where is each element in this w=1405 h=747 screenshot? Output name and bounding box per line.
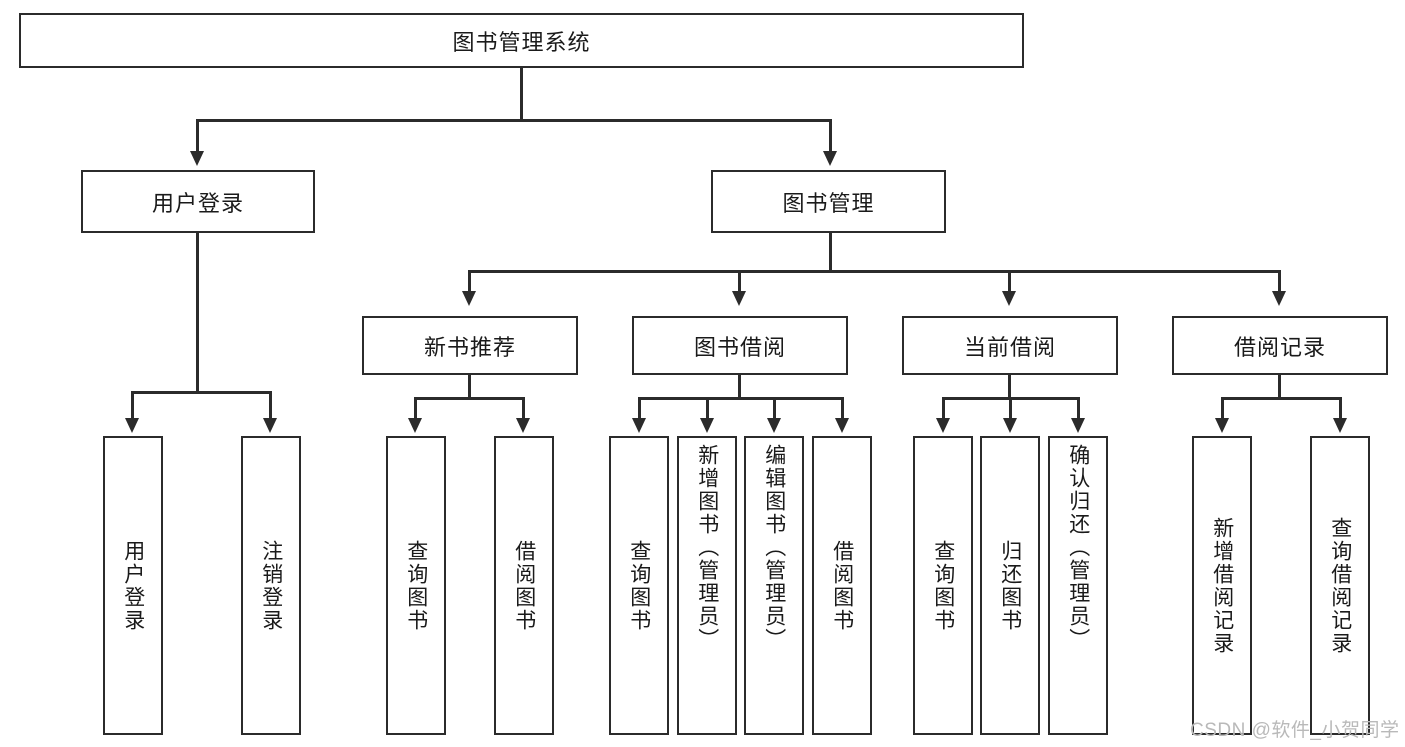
node-book-borrow[interactable]: 图书借阅 [632,316,848,375]
leaf-borrowrecord-query-record[interactable]: 查询借阅记录 [1310,436,1370,735]
edge-user-login-leaf1 [131,391,134,420]
leaf-borrowrecord-add-record[interactable]: 新增借阅记录 [1192,436,1252,735]
edge-borrowrecord-leaf2 [1339,397,1342,420]
node-label: 图书管理 [782,190,875,216]
edge-book-mgmt-stem [829,233,832,272]
edge-bm-to-bookborrow [738,270,741,293]
edge-bookborrow-stem [738,375,741,399]
edge-root-stem [520,68,523,120]
arrow-bm-to-bookborrow [732,291,746,306]
leaf-currentborrow-confirm-return[interactable]: 确认归还（管理员） [1048,436,1108,735]
arrow-bookborrow-leaf2 [700,418,714,433]
node-label: 新增借阅记录 [1210,516,1234,655]
edge-user-login-bus [131,391,271,394]
edge-newbook-leaf2 [522,397,525,420]
edge-root-bus [198,119,832,122]
arrow-currentborrow-leaf3 [1071,418,1085,433]
node-label: 用户登录 [151,190,244,216]
node-label: 编辑图书（管理员） [762,444,786,651]
edge-newbook-bus [414,397,524,400]
node-label: 图书借阅 [693,334,786,360]
arrow-newbook-leaf2 [516,418,530,433]
node-current-borrow[interactable]: 当前借阅 [902,316,1118,375]
arrow-root-to-book-mgmt [823,151,837,166]
edge-bookborrow-leaf3 [773,397,776,420]
arrow-user-login-leaf2 [263,418,277,433]
arrow-currentborrow-leaf1 [936,418,950,433]
node-label: 借阅记录 [1233,334,1326,360]
leaf-bookborrow-add-book[interactable]: 新增图书（管理员） [677,436,737,735]
leaf-newbook-query-book[interactable]: 查询图书 [386,436,446,735]
node-label: 归还图书 [998,539,1022,632]
node-label: 注销登录 [259,539,283,632]
leaf-user-login-signout[interactable]: 注销登录 [241,436,301,735]
edge-borrowrecord-bus [1221,397,1341,400]
leaf-user-login-signin[interactable]: 用户登录 [103,436,163,735]
edge-root-to-user-login [196,119,199,153]
node-label: 查询图书 [627,539,651,632]
edge-currentborrow-leaf3 [1077,397,1080,420]
arrow-newbook-leaf1 [408,418,422,433]
leaf-newbook-borrow-book[interactable]: 借阅图书 [494,436,554,735]
edge-currentborrow-leaf2 [1009,397,1012,420]
edge-newbook-leaf1 [414,397,417,420]
arrow-bookborrow-leaf1 [632,418,646,433]
arrow-user-login-leaf1 [125,418,139,433]
edge-book-mgmt-bus [468,270,1280,273]
node-root-system[interactable]: 图书管理系统 [19,13,1024,68]
edge-user-login-leaf2 [269,391,272,420]
edge-currentborrow-leaf1 [942,397,945,420]
edge-borrowrecord-leaf1 [1221,397,1224,420]
arrow-currentborrow-leaf2 [1003,418,1017,433]
node-label: 新增图书（管理员） [695,444,719,651]
leaf-bookborrow-edit-book[interactable]: 编辑图书（管理员） [744,436,804,735]
arrow-bookborrow-leaf3 [767,418,781,433]
leaf-currentborrow-query-book[interactable]: 查询图书 [913,436,973,735]
arrow-borrowrecord-leaf1 [1215,418,1229,433]
leaf-bookborrow-borrow-book[interactable]: 借阅图书 [812,436,872,735]
arrow-bm-to-newbook [462,291,476,306]
csdn-watermark: CSDN @软件_小贺同学 [1190,720,1400,741]
node-label: 新书推荐 [423,334,516,360]
edge-bm-to-borrowrecord [1278,270,1281,293]
node-label: 查询借阅记录 [1328,516,1352,655]
node-label: 查询图书 [931,539,955,632]
node-label: 用户登录 [121,539,145,632]
node-label: 当前借阅 [963,334,1056,360]
node-label: 确认归还（管理员） [1066,444,1090,651]
node-label: 图书管理系统 [452,29,591,55]
node-label: 借阅图书 [512,539,536,632]
arrow-bm-to-currentborrow [1002,291,1016,306]
arrow-borrowrecord-leaf2 [1333,418,1347,433]
edge-bookborrow-leaf1 [638,397,641,420]
edge-bm-to-newbook [468,270,471,293]
edge-borrowrecord-stem [1278,375,1281,399]
arrow-bookborrow-leaf4 [835,418,849,433]
node-book-management[interactable]: 图书管理 [711,170,946,233]
edge-user-login-stem [196,233,199,393]
node-new-book-recommend[interactable]: 新书推荐 [362,316,578,375]
edge-bookborrow-leaf4 [841,397,844,420]
edge-newbook-stem [468,375,471,399]
arrow-root-to-user-login [190,151,204,166]
node-label: 查询图书 [404,539,428,632]
node-borrow-record[interactable]: 借阅记录 [1172,316,1388,375]
leaf-bookborrow-query-book[interactable]: 查询图书 [609,436,669,735]
edge-bm-to-currentborrow [1008,270,1011,293]
edge-bookborrow-leaf2 [706,397,709,420]
edge-root-to-book-mgmt [829,119,832,153]
node-user-login[interactable]: 用户登录 [81,170,315,233]
edge-bookborrow-bus [638,397,844,400]
node-label: 借阅图书 [830,539,854,632]
edge-currentborrow-stem [1008,375,1011,399]
arrow-bm-to-borrowrecord [1272,291,1286,306]
leaf-currentborrow-return-book[interactable]: 归还图书 [980,436,1040,735]
